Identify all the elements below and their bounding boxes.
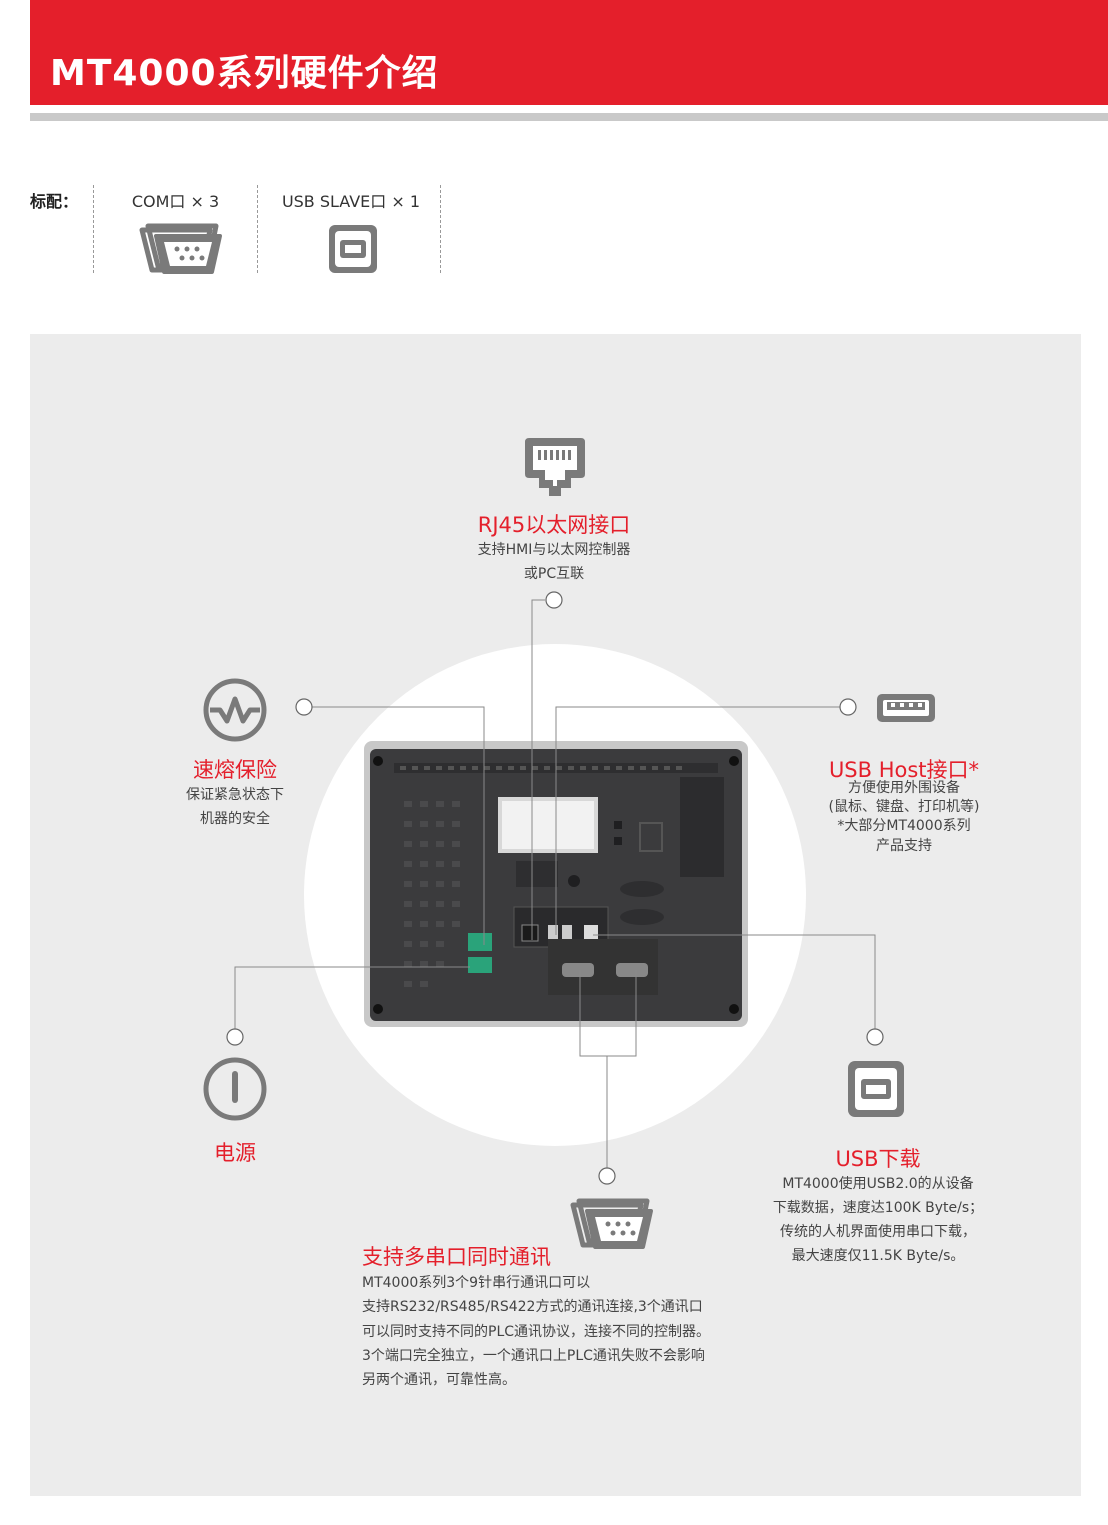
usb-a-port-icon: [877, 694, 935, 722]
divider: [93, 185, 94, 273]
usb-host-desc-line: *大部分MT4000系列: [837, 818, 971, 834]
serial-desc-line: 3个端口完全独立，一个通讯口上PLC通讯失败不会影响: [362, 1348, 705, 1364]
usb-host-desc-line: 产品支持: [876, 838, 932, 854]
usb-download-desc-line: 传统的人机界面使用串口下载，: [780, 1224, 976, 1240]
header-divider: [30, 113, 1108, 121]
power-title: 电源: [214, 1141, 256, 1165]
usb-host-desc-line: 方便使用外围设备: [848, 780, 960, 796]
serial-desc-line: 支持RS232/RS485/RS422方式的通讯连接,3个通讯口: [362, 1299, 703, 1315]
ethernet-port-icon: [525, 438, 585, 496]
serial-desc-line: 可以同时支持不同的PLC通讯协议，连接不同的控制器。: [362, 1324, 711, 1340]
serial-desc-line: MT4000系列3个9针串行通讯口可以: [362, 1275, 591, 1291]
usb-b-port-icon: [329, 225, 377, 273]
std-com-text: COM口 × 3: [131, 192, 220, 211]
usb-download-desc-line: 最大速度仅11.5K Byte/s。: [791, 1248, 965, 1264]
rj45-desc-line: 或PC互联: [523, 566, 585, 582]
usb-host-title: USB Host接口*: [828, 758, 980, 782]
usb-download-title: USB下载: [835, 1147, 921, 1171]
fuse-icon: [203, 678, 267, 742]
serial-title: 支持多串口同时通讯: [362, 1245, 551, 1269]
usb-download-desc-line: 下载数据，速度达100K Byte/s；: [772, 1200, 984, 1216]
std-usb-text: USB SLAVE口 × 1: [281, 192, 421, 211]
serial-port-icon: [570, 1198, 653, 1249]
fuse-desc-line: 机器的安全: [200, 811, 270, 827]
header-bar: [30, 0, 1108, 105]
power-icon: [203, 1057, 267, 1121]
divider: [440, 185, 441, 273]
rj45-title: RJ45以太网接口: [477, 513, 631, 537]
usb-download-desc-line: MT4000使用USB2.0的从设备: [782, 1176, 974, 1192]
page-title: MT4000系列硬件介绍: [50, 53, 439, 94]
fuse-title: 速熔保险: [193, 758, 277, 782]
standard-label: 标配：: [30, 192, 79, 211]
rj45-desc-line: 支持HMI与以太网控制器: [477, 542, 631, 558]
usb-b-port-icon: [848, 1061, 904, 1117]
divider: [257, 185, 258, 273]
serial-desc-line: 另两个通讯，可靠性高。: [362, 1372, 516, 1388]
serial-port-icon: [139, 223, 222, 274]
usb-host-desc-line: (鼠标、键盘、打印机等): [828, 799, 980, 815]
fuse-desc-line: 保证紧急状态下: [186, 787, 284, 803]
